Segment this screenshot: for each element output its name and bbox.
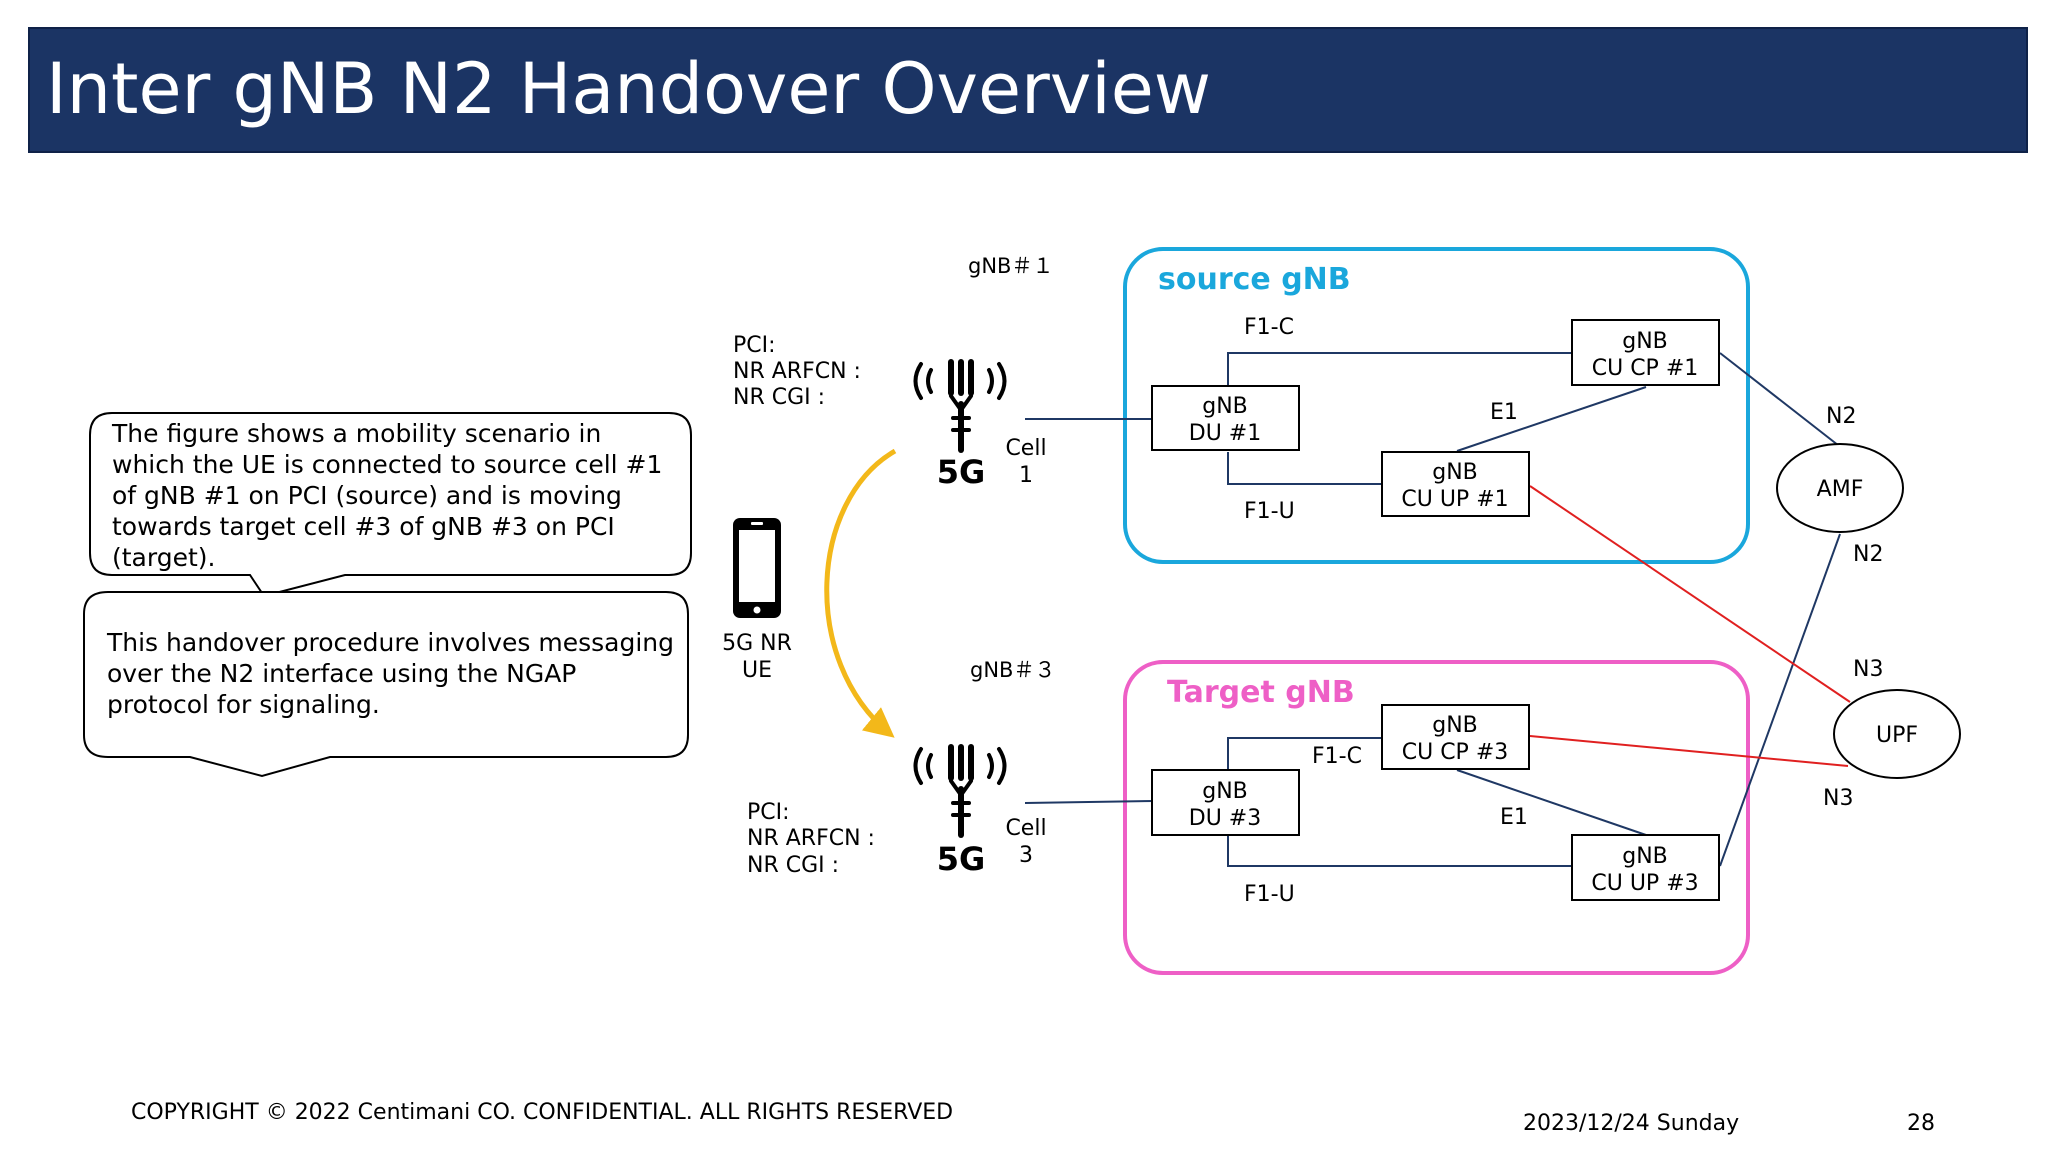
signaling-callout [83, 591, 689, 778]
tower-1-badge: 5G [937, 453, 986, 491]
source-cu-up-line1: gNB [1432, 460, 1478, 485]
amf-label: AMF [1817, 477, 1864, 502]
source-f1c-link [1227, 352, 1574, 386]
target-f1c-link [1227, 737, 1382, 769]
target-cu-cp-node: gNB CU CP #3 [1381, 704, 1530, 770]
ue-label-line2: UE [742, 658, 772, 683]
phone-icon [733, 518, 781, 618]
target-cu-cp-line1: gNB [1432, 713, 1478, 738]
scenario-callout [89, 412, 692, 598]
gnb3-cgi: NR CGI : [747, 853, 839, 878]
source-n2-link [1719, 352, 1844, 450]
gnb1-name: gNB＃１ [968, 254, 1053, 278]
gnb1-cgi: NR CGI : [733, 385, 825, 410]
n2-bottom-label: N2 [1853, 542, 1883, 567]
source-e1-link [1456, 386, 1647, 452]
signaling-callout-text: This handover procedure involves messagi… [107, 628, 675, 719]
target-cu-cp-line2: CU CP #3 [1402, 740, 1509, 765]
target-du-line1: gNB [1202, 779, 1248, 804]
cell-1-label-line1: Cell [1005, 436, 1046, 461]
source-cu-cp-line2: CU CP #1 [1592, 356, 1699, 381]
source-gnb-title: source gNB [1158, 262, 1351, 297]
slide-date: 2023/12/24 Sunday [1523, 1111, 1740, 1136]
target-gnb-title: Target gNB [1167, 675, 1355, 710]
gnb1-pci: PCI: [733, 333, 776, 358]
source-du-line1: gNB [1202, 394, 1248, 419]
upf-node: UPF [1833, 689, 1961, 779]
amf-node: AMF [1776, 443, 1904, 533]
cell-tower-3-icon [913, 744, 1007, 838]
cell3-du3-link [1024, 800, 1156, 804]
source-cu-up-node: gNB CU UP #1 [1381, 451, 1530, 517]
n2-top-label: N2 [1826, 404, 1856, 429]
target-cu-up-node: gNB CU UP #3 [1571, 834, 1720, 901]
source-cu-up-line2: CU UP #1 [1401, 487, 1508, 512]
target-du-node: gNB DU #3 [1151, 769, 1300, 836]
source-f1u-link [1227, 452, 1382, 485]
ue-label-line1: 5G NR [722, 631, 792, 656]
target-gnb-box [1123, 660, 1750, 975]
target-f1c-label: F1-C [1312, 744, 1362, 769]
upf-label: UPF [1876, 723, 1918, 748]
cell-3-label-line1: Cell [1005, 816, 1046, 841]
page-number: 28 [1907, 1111, 1935, 1136]
target-e1-link [1456, 769, 1647, 836]
gnb3-arfcn: NR ARFCN : [747, 826, 875, 851]
target-n2-link [1719, 533, 1841, 867]
target-e1-label: E1 [1500, 805, 1528, 830]
source-du-line2: DU #1 [1189, 421, 1261, 446]
gnb3-name: gNB＃３ [970, 658, 1055, 682]
target-n3-link [1529, 735, 1849, 767]
source-e1-label: E1 [1490, 400, 1518, 425]
target-cu-up-line2: CU UP #3 [1591, 871, 1698, 896]
target-cu-up-line1: gNB [1622, 844, 1668, 869]
source-n3-link [1529, 485, 1851, 703]
gnb1-arfcn: NR ARFCN : [733, 359, 861, 384]
target-f1u-link [1227, 835, 1574, 867]
source-gnb-box [1123, 247, 1750, 564]
cell-1-label-line2: 1 [1019, 463, 1033, 488]
cell-3-label-line2: 3 [1019, 843, 1033, 868]
source-f1u-label: F1-U [1244, 499, 1295, 524]
page-title: Inter gNB N2 Handover Overview [46, 48, 1212, 130]
target-du-line2: DU #3 [1189, 806, 1261, 831]
handover-arrow [824, 448, 897, 738]
gnb3-pci: PCI: [747, 800, 790, 825]
target-f1u-label: F1-U [1244, 882, 1295, 907]
source-cu-cp-node: gNB CU CP #1 [1571, 319, 1720, 386]
scenario-callout-text: The figure shows a mobility scenario in … [112, 419, 663, 572]
n3-bottom-label: N3 [1823, 786, 1853, 811]
n3-top-label: N3 [1853, 657, 1883, 682]
source-cu-cp-line1: gNB [1622, 329, 1668, 354]
copyright-notice: COPYRIGHT © 2022 Centimani CO. CONFIDENT… [131, 1100, 954, 1125]
source-f1c-label: F1-C [1244, 315, 1294, 340]
source-du-node: gNB DU #1 [1151, 385, 1300, 451]
title-bar: Inter gNB N2 Handover Overview [28, 27, 2028, 153]
cell-tower-1-icon [913, 359, 1007, 453]
tower-3-badge: 5G [937, 840, 986, 878]
